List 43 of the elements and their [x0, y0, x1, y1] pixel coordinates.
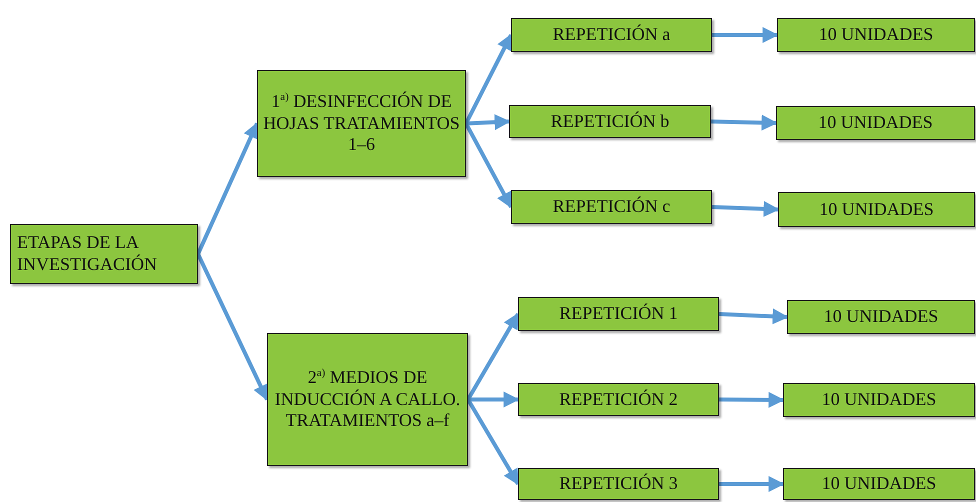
node-label: REPETICIÓN a: [552, 24, 670, 46]
node-label: 10 UNIDADES: [818, 112, 933, 134]
process-box: [10, 224, 198, 284]
arrow: [466, 114, 511, 130]
node-label: 10 UNIDADES: [824, 306, 938, 328]
node-label: REPETICIÓN 1: [559, 303, 678, 325]
arrow: [712, 27, 779, 43]
arrow: [464, 34, 513, 124]
process-box: [518, 468, 719, 500]
node-label: REPETICIÓN b: [550, 110, 670, 132]
arrow: [718, 392, 785, 408]
node-label: ETAPAS DE LA INVESTIGACIÓN: [17, 232, 158, 276]
node-label: 10 UNIDADES: [819, 198, 934, 220]
arrow: [466, 312, 520, 400]
process-box: [267, 333, 468, 466]
process-box: [778, 192, 975, 227]
arrow: [196, 122, 259, 255]
arrow: [712, 200, 780, 217]
node-label: 10 UNIDADES: [822, 389, 936, 411]
process-box: [509, 105, 711, 138]
node-label: 1$^{a)}$ DESINFECCIÓN DE HOJAS TRATAMIENTOS 1–6: [262, 91, 461, 156]
process-box: [518, 383, 719, 416]
process-box: [511, 18, 712, 52]
node-label: REPETICIÓN 2: [559, 388, 678, 410]
process-box: [777, 18, 975, 52]
arrow: [710, 114, 778, 131]
arrow: [719, 476, 785, 492]
process-box: [518, 297, 719, 331]
node-label: REPETICIÓN 3: [559, 473, 678, 495]
node-label: REPETICIÓN c: [552, 196, 670, 218]
arrow: [464, 122, 513, 208]
process-box: [783, 383, 975, 417]
arrow: [718, 308, 789, 324]
node-label: 2$^{a)}$ MEDIOS DE INDUCCIÓN A CALLO. TRATAMIENTOS a–f: [274, 367, 462, 432]
arrow: [196, 253, 269, 401]
process-box: [511, 190, 712, 224]
arrow: [468, 392, 520, 408]
process-box: [776, 106, 975, 140]
node-label: 10 UNIDADES: [822, 473, 936, 495]
node-label: 10 UNIDADES: [818, 24, 934, 46]
process-box: [787, 300, 975, 334]
process-box: [257, 70, 466, 177]
process-box: [783, 468, 975, 500]
